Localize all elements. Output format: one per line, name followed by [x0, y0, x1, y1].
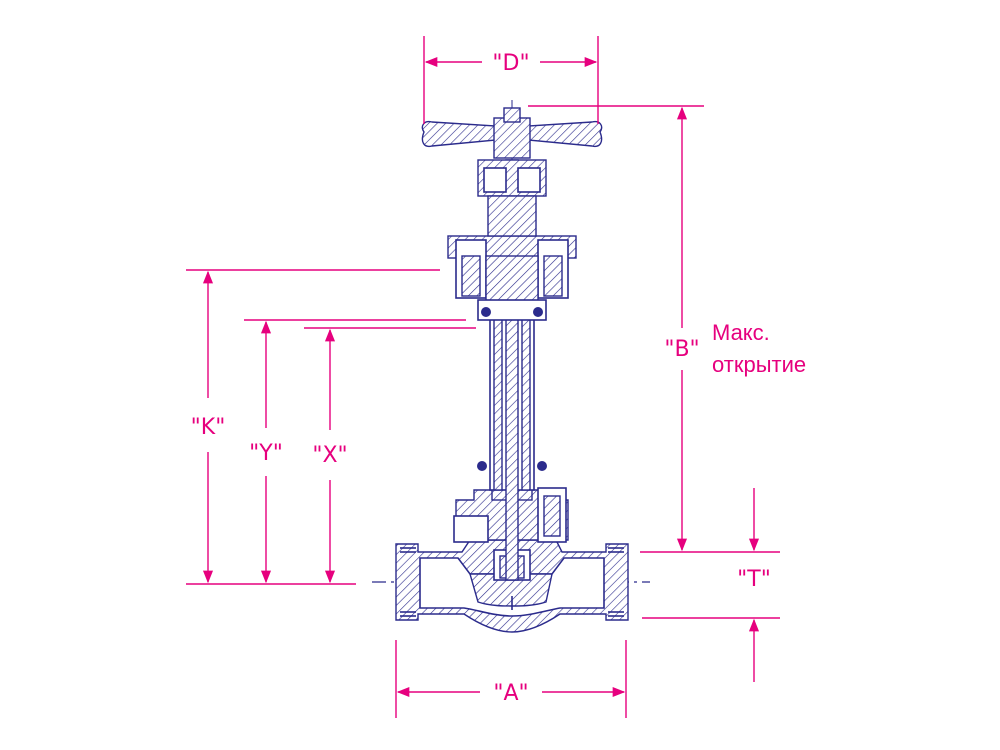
dimension-x-label: "X" — [312, 443, 347, 468]
dimension-a-label: "A" — [493, 681, 528, 706]
valve-yoke-nut — [477, 159, 547, 237]
dimension-y: "Y" — [244, 319, 466, 584]
dimension-x: "X" — [304, 327, 476, 584]
dimension-a: "A" — [395, 640, 627, 718]
max-open-label: Макс. — [712, 320, 770, 345]
dimension-y-label: "Y" — [249, 441, 283, 466]
max-open-label-2: открытие — [712, 352, 806, 377]
dimension-k-label: "K" — [191, 415, 226, 440]
valve-gland-flange — [447, 235, 577, 321]
dimension-k: "K" — [186, 269, 440, 585]
dimension-d: "D" — [423, 36, 599, 124]
dimension-t-label: "T" — [737, 567, 771, 592]
dimension-t: "T" — [642, 488, 780, 682]
dimension-d-label: "D" — [492, 51, 529, 76]
dimension-b: "B" — [528, 105, 780, 553]
dimension-b-label: "B" — [664, 337, 699, 362]
valve-handwheel — [421, 107, 603, 159]
